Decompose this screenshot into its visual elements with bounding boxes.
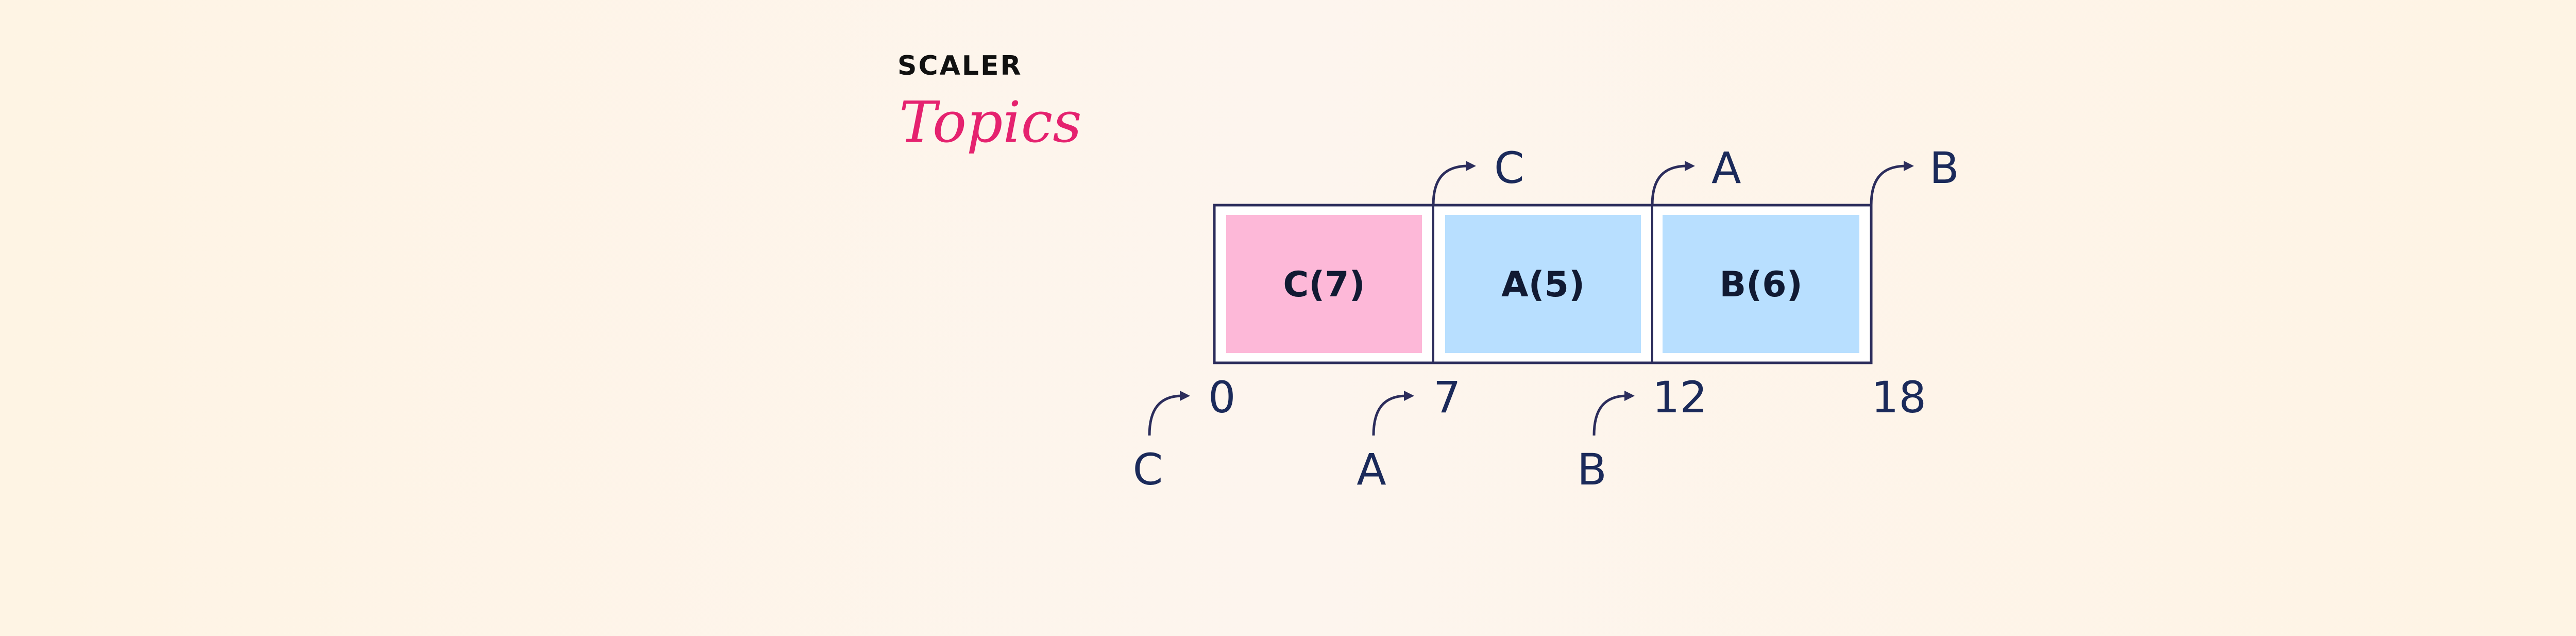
block-label: B(6) — [1719, 264, 1802, 305]
offset-tick: 0 — [1208, 372, 1235, 423]
top-label: B — [1929, 143, 1959, 193]
offset-tick: 7 — [1433, 372, 1461, 423]
bottom-label: A — [1357, 444, 1386, 495]
offset-tick: 18 — [1871, 372, 1926, 423]
scaler-topics-logo: SCALER Topics — [897, 51, 1082, 155]
offset-tick: 12 — [1652, 372, 1707, 423]
bottom-label: B — [1577, 444, 1607, 495]
logo-scaler-text: SCALER — [897, 51, 1023, 81]
bottom-label: C — [1133, 444, 1163, 495]
block-c — [1226, 215, 1422, 353]
block-a — [1445, 215, 1641, 353]
arrow-icon — [1148, 391, 1190, 436]
arrow-icon — [1651, 161, 1695, 206]
top-label: A — [1711, 143, 1741, 193]
logo-topics-text: Topics — [899, 89, 1082, 155]
arrow-icon — [1372, 391, 1414, 436]
arrow-icon — [1592, 391, 1635, 436]
arrow-icon — [1870, 161, 1914, 206]
arrow-icon — [1432, 161, 1476, 206]
block-b — [1663, 215, 1859, 353]
top-label: C — [1494, 143, 1524, 193]
block-label: A(5) — [1501, 264, 1585, 305]
block-label: C(7) — [1283, 264, 1365, 305]
